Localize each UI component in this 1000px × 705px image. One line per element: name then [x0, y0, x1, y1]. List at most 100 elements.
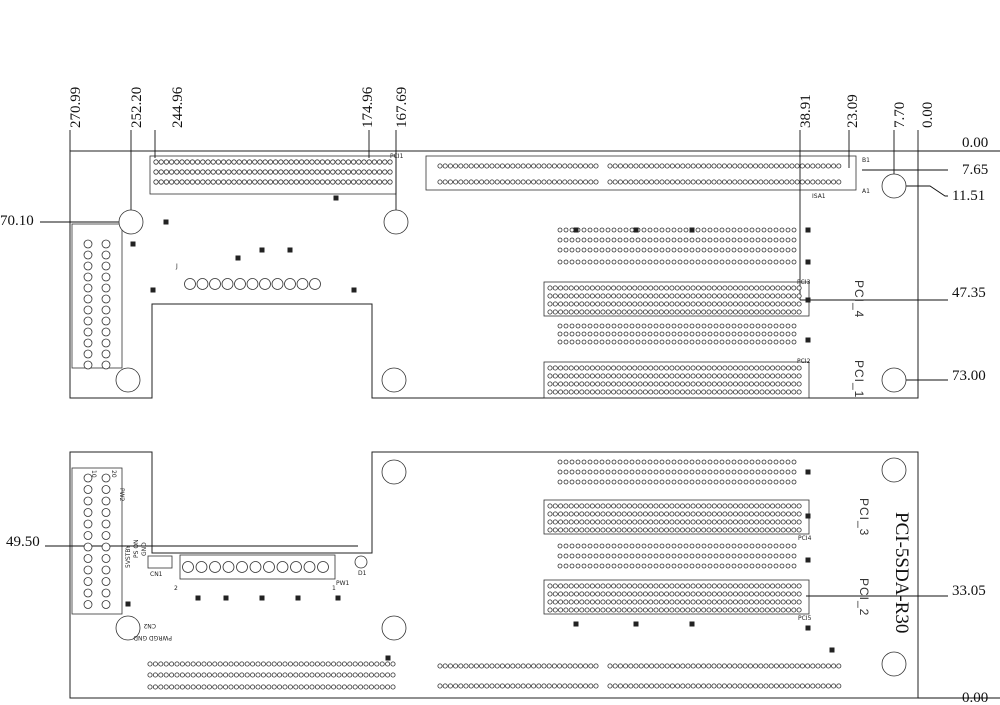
- pin: [743, 599, 749, 605]
- pin: [706, 591, 712, 597]
- pin: [568, 309, 574, 315]
- pin: [671, 339, 677, 345]
- pad-square: [805, 227, 811, 233]
- pin: [632, 373, 638, 379]
- pin: [722, 607, 728, 613]
- pad-square: [633, 621, 639, 627]
- pin: [653, 285, 659, 291]
- pin: [309, 672, 315, 678]
- pin: [505, 163, 511, 169]
- pin: [747, 683, 753, 689]
- pin: [83, 327, 93, 337]
- dim-y-73-00: 73.00: [952, 368, 986, 384]
- pin: [233, 684, 239, 690]
- pad-square: [689, 227, 695, 233]
- pin: [627, 293, 633, 299]
- pin: [629, 563, 635, 569]
- pin: [685, 591, 691, 597]
- pin: [387, 159, 393, 165]
- pin: [557, 331, 563, 337]
- pin: [643, 163, 649, 169]
- pin: [101, 349, 111, 359]
- pin: [575, 339, 581, 345]
- pin: [733, 381, 739, 387]
- pin: [558, 373, 564, 379]
- pin: [623, 479, 629, 485]
- label-pci15: PCI5: [798, 615, 812, 622]
- pin: [791, 389, 797, 395]
- pin: [791, 259, 797, 265]
- pin: [637, 511, 643, 517]
- pin: [583, 179, 589, 185]
- pin: [767, 247, 773, 253]
- pin: [536, 663, 542, 669]
- pin: [707, 553, 713, 559]
- pin: [347, 661, 353, 667]
- pin: [763, 683, 769, 689]
- pin: [690, 583, 696, 589]
- pin: [690, 527, 696, 533]
- pin: [791, 247, 797, 253]
- pin: [623, 247, 629, 253]
- pin: [366, 159, 372, 165]
- pin: [658, 519, 664, 525]
- pin: [742, 163, 748, 169]
- pin: [648, 511, 654, 517]
- pin: [579, 607, 585, 613]
- pin: [368, 661, 374, 667]
- pin: [623, 259, 629, 265]
- pin: [484, 179, 490, 185]
- pin: [685, 301, 691, 307]
- pin: [701, 459, 707, 465]
- pin: [799, 179, 805, 185]
- pin: [758, 663, 764, 669]
- pin: [731, 331, 737, 337]
- pin: [820, 179, 826, 185]
- pin: [83, 349, 93, 359]
- pin: [569, 563, 575, 569]
- pin: [629, 259, 635, 265]
- pin: [635, 237, 641, 243]
- pin: [748, 373, 754, 379]
- pin: [637, 293, 643, 299]
- pin: [733, 301, 739, 307]
- pin: [376, 159, 383, 165]
- pin: [563, 527, 569, 533]
- pin: [221, 278, 234, 290]
- pin: [575, 553, 581, 559]
- pin: [83, 565, 93, 575]
- pin: [101, 542, 111, 552]
- pin: [617, 323, 623, 329]
- pin: [547, 285, 553, 291]
- pin: [600, 591, 606, 597]
- pin: [770, 285, 776, 291]
- pin: [579, 373, 585, 379]
- pin: [722, 519, 728, 525]
- pin: [552, 373, 558, 379]
- pin: [623, 663, 629, 669]
- pin: [616, 309, 622, 315]
- pin: [579, 293, 585, 299]
- pin: [791, 553, 797, 559]
- pin: [163, 169, 169, 175]
- pin: [336, 672, 342, 678]
- pin: [738, 309, 744, 315]
- pin: [562, 683, 568, 689]
- pin: [738, 591, 744, 597]
- pin: [340, 179, 346, 185]
- pin: [695, 259, 701, 265]
- pin: [791, 381, 797, 387]
- pin: [293, 179, 299, 185]
- pin: [617, 339, 623, 345]
- pin: [779, 683, 785, 689]
- pin: [791, 591, 797, 597]
- pin: [595, 373, 601, 379]
- pin: [731, 339, 737, 345]
- pin: [163, 672, 169, 678]
- mounting-hole: [383, 209, 409, 235]
- pin: [563, 583, 569, 589]
- pin: [775, 591, 781, 597]
- pin: [642, 583, 648, 589]
- pin: [713, 553, 719, 559]
- pin: [695, 339, 701, 345]
